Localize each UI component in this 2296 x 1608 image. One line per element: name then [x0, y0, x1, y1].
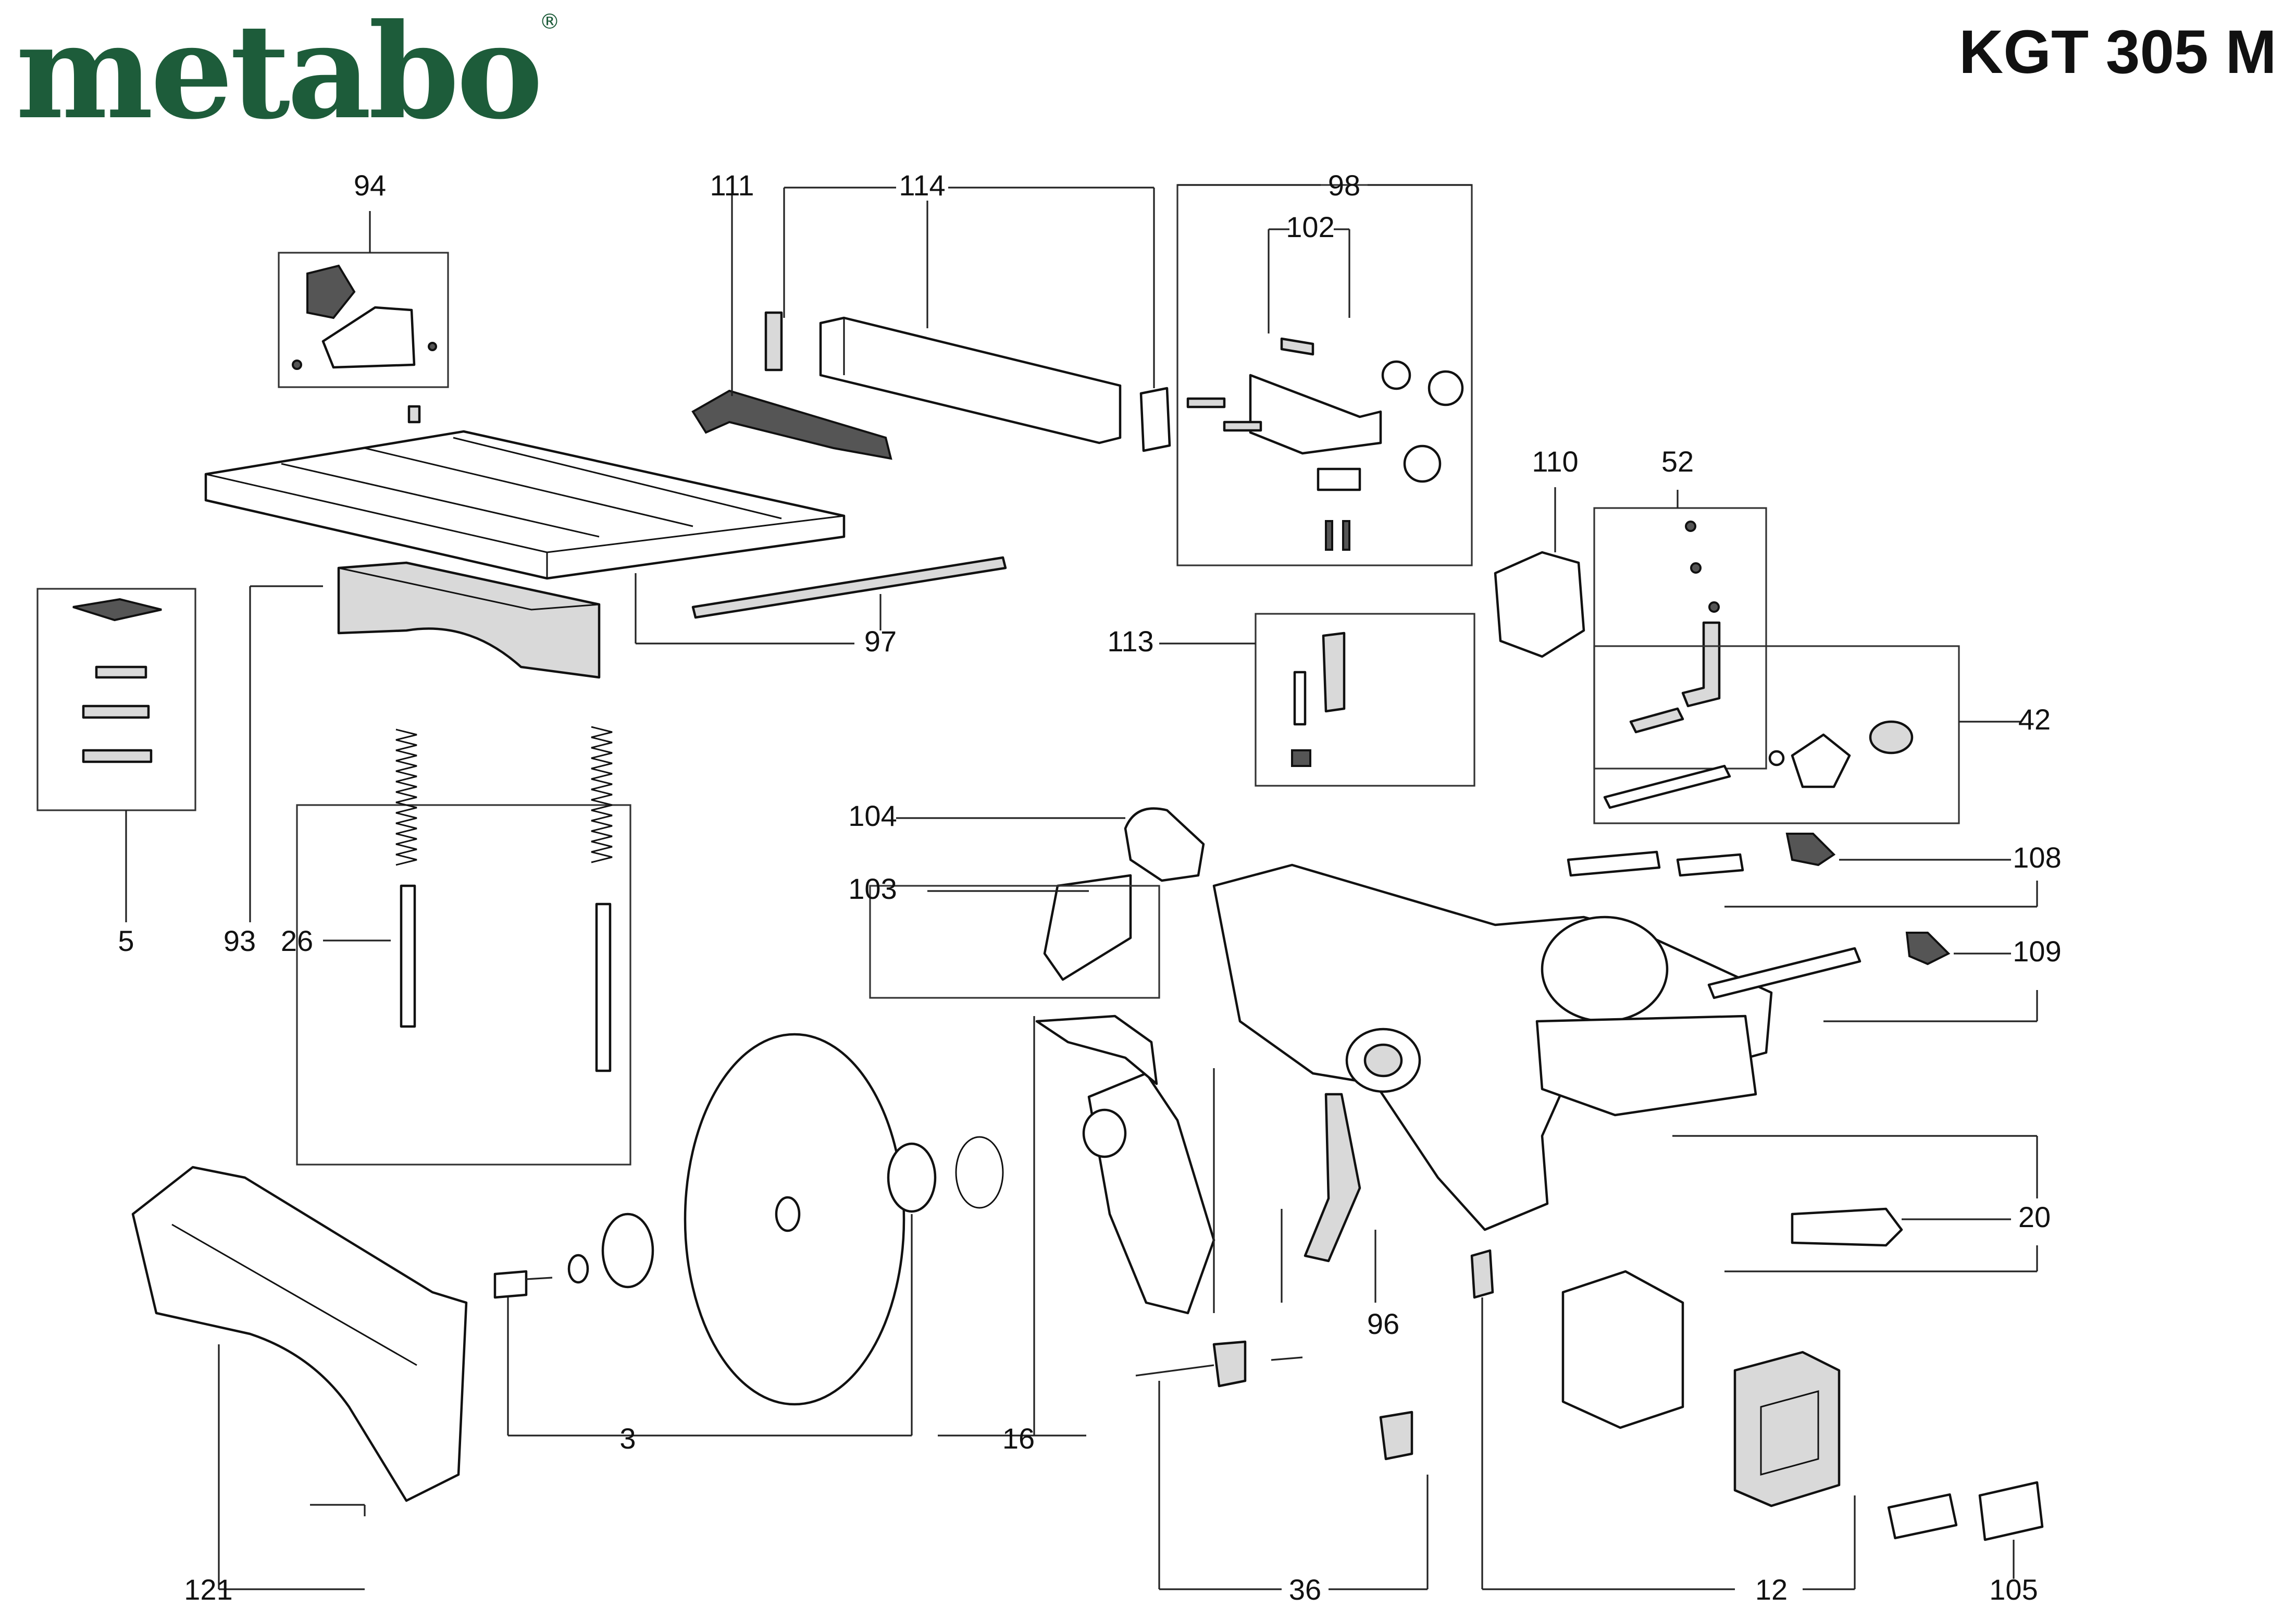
group-20 — [1672, 1135, 2038, 1272]
callout-104: 104 — [848, 799, 897, 832]
callout-114: 114 — [899, 169, 945, 202]
group-26 — [296, 726, 631, 1166]
callout-52: 52 — [1661, 445, 1694, 478]
callout-113: 113 — [1107, 625, 1153, 658]
registered-mark: ® — [539, 10, 560, 34]
part-104 — [896, 807, 1205, 882]
group-12 — [1470, 1249, 1856, 1590]
callout-16: 16 — [1002, 1422, 1035, 1455]
callout-20: 20 — [2018, 1201, 2051, 1233]
group-94 — [278, 211, 449, 424]
group-113 — [1159, 613, 1475, 787]
callout-105: 105 — [1989, 1573, 2038, 1606]
callout-94: 94 — [354, 169, 386, 202]
group-52 — [1593, 490, 1767, 770]
callout-93: 93 — [224, 924, 256, 957]
group-3 — [493, 1142, 937, 1437]
callout-108: 108 — [2013, 841, 2061, 874]
saw-body — [1212, 863, 1773, 1231]
brand-logo: metabo — [16, 0, 540, 148]
fence-114 — [783, 187, 1171, 452]
group-108 — [1567, 833, 2038, 908]
group-98 — [1176, 184, 1473, 566]
callout-42: 42 — [2018, 703, 2051, 736]
model-name: KGT 305 M — [1959, 18, 2277, 86]
callout-121: 121 — [184, 1573, 232, 1606]
callout-109: 109 — [2013, 935, 2061, 968]
callout-26: 26 — [281, 924, 313, 957]
saw-blade — [684, 1033, 905, 1406]
table-top — [204, 430, 846, 580]
group-5 — [36, 588, 196, 922]
callout-3: 3 — [619, 1422, 636, 1455]
callout-111: 111 — [710, 169, 754, 202]
guide-111 — [691, 195, 892, 460]
guard-121 — [131, 1166, 468, 1590]
part-110 — [1494, 487, 1585, 658]
group-16 — [938, 1015, 1215, 1437]
table-support — [337, 561, 601, 679]
callout-12: 12 — [1755, 1573, 1788, 1606]
callout-5: 5 — [118, 924, 134, 957]
callout-102: 102 — [1286, 211, 1334, 243]
callout-97: 97 — [864, 625, 897, 658]
group-42 — [1593, 645, 2021, 824]
rail-97 — [635, 556, 1007, 645]
part-103 — [869, 874, 1160, 999]
callout-36: 36 — [1289, 1573, 1321, 1606]
group-36 — [1135, 1340, 1429, 1590]
callout-103: 103 — [848, 872, 897, 905]
callout-110: 110 — [1532, 445, 1578, 478]
part-105 — [1887, 1481, 2044, 1579]
part-96 — [1281, 1093, 1376, 1303]
group-109 — [1707, 932, 2038, 1022]
callout-96: 96 — [1367, 1307, 1399, 1340]
callout-98: 98 — [1328, 169, 1360, 202]
